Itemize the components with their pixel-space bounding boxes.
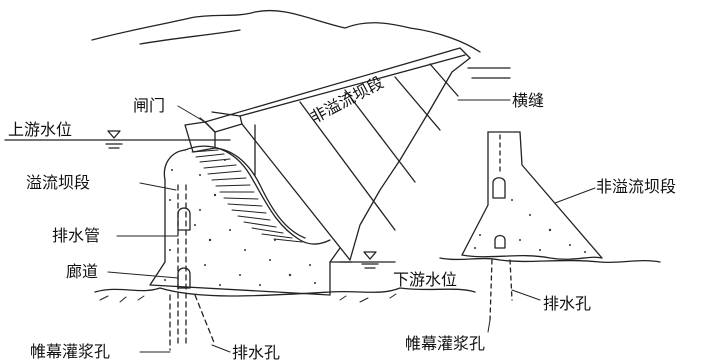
gallery-opening-lower	[177, 267, 191, 289]
leader-side-drain-hole	[511, 289, 541, 301]
side-section-downstream-face	[519, 131, 603, 259]
transverse-joint-2	[344, 89, 416, 183]
label-drain-hole-side: 排水孔	[543, 294, 592, 313]
leader-overflow-section	[139, 182, 177, 191]
label-downstream-water-level: 下游水位	[393, 270, 458, 289]
label-gate: 闸门	[133, 96, 166, 115]
transverse-joint-3	[394, 76, 441, 131]
leader-non-overflow-side	[554, 187, 596, 204]
mountain-outline	[91, 9, 481, 53]
label-transverse-joint: 横缝	[512, 91, 545, 110]
transverse-joint-1	[299, 101, 396, 231]
dam-upstream-face-top	[204, 115, 243, 133]
side-section-base	[461, 254, 603, 260]
side-concrete-stipple	[474, 199, 586, 253]
leader-lines	[107, 99, 596, 353]
leader-gate	[177, 105, 206, 123]
concrete-stipple	[164, 159, 316, 286]
leader-gallery	[107, 271, 179, 279]
downstream-water-symbol	[363, 251, 377, 260]
overflow-section-body	[149, 149, 341, 296]
ground-rock-hatch	[99, 293, 397, 303]
dam-downstream-face	[241, 123, 351, 261]
side-section-upstream-face	[461, 131, 489, 256]
downstream-water-symbol-line	[361, 263, 379, 269]
label-gallery: 廊道	[66, 262, 99, 281]
side-drain-hole-line	[509, 259, 513, 301]
gallery-opening-upper	[177, 207, 191, 231]
upstream-water-symbol-line	[105, 143, 123, 149]
leader-main-drain-hole	[211, 344, 231, 353]
label-drain-pipe: 排水管	[52, 226, 101, 245]
ground-line	[94, 287, 476, 297]
label-drain-hole-main: 排水孔	[232, 343, 281, 362]
dam-crest-inner	[239, 54, 466, 117]
transverse-joint-4	[429, 63, 459, 97]
label-overflow-section: 溢流坝段	[26, 173, 91, 192]
spillway-hatching	[191, 149, 303, 243]
label-grout-curtain-hole-main: 帷幕灌浆孔	[30, 342, 111, 361]
drain-hole-line	[194, 294, 216, 346]
label-grout-curtain-hole-side: 帷幕灌浆孔	[405, 334, 486, 353]
dam-crest-top	[204, 47, 471, 123]
side-grout-curtain-line	[489, 259, 493, 321]
spillway-surface-inner	[214, 147, 306, 239]
mountain-outline-far	[139, 29, 241, 45]
label-non-overflow-section-side: 非溢流坝段	[596, 177, 677, 196]
upstream-water-symbol	[107, 130, 121, 139]
side-gallery-lower	[494, 234, 506, 249]
side-ground-line	[439, 257, 661, 264]
side-gallery-upper	[492, 177, 506, 199]
dam-far-slope	[349, 57, 471, 261]
gate-pier	[184, 121, 216, 153]
leader-side-grout-curtain	[487, 319, 491, 333]
label-upstream-water-level: 上游水位	[8, 120, 73, 139]
